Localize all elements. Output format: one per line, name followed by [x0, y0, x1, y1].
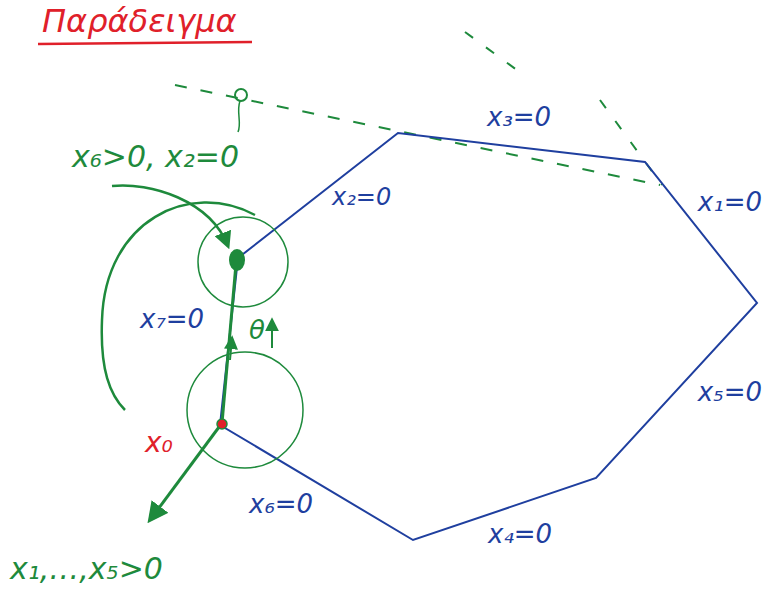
variable-label: x₁,…,x₅>0 [8, 552, 165, 585]
variable-label: x₆=0 [247, 490, 315, 519]
title: Παράδειγμα [40, 4, 239, 39]
variable-label: x₆>0, x₂=0 [70, 140, 241, 173]
variable-label: x₁=0 [696, 188, 764, 217]
neighbourhood-circle [187, 352, 303, 468]
variable-label: x₀ [143, 428, 175, 459]
start-point [217, 419, 227, 429]
leader-line [238, 101, 240, 132]
title-underline [38, 42, 252, 44]
variable-label: θ [247, 316, 267, 345]
variable-label: x₇=0 [138, 305, 206, 334]
dashed-line [465, 32, 525, 76]
variable-label: x₄=0 [486, 520, 554, 549]
variable-label: x₃=0 [485, 103, 553, 132]
direction-arrow [230, 338, 232, 360]
direction-line [222, 264, 236, 423]
variable-label: x₅=0 [696, 378, 764, 407]
neighbourhood-circle [198, 217, 288, 307]
feasible-polygon [220, 133, 757, 540]
theta-arrow [271, 320, 273, 348]
variable-label: x₂=0 [330, 184, 393, 210]
vertex-point [229, 249, 245, 271]
vertex-marker [235, 89, 247, 101]
pointer-arrow [112, 185, 228, 246]
